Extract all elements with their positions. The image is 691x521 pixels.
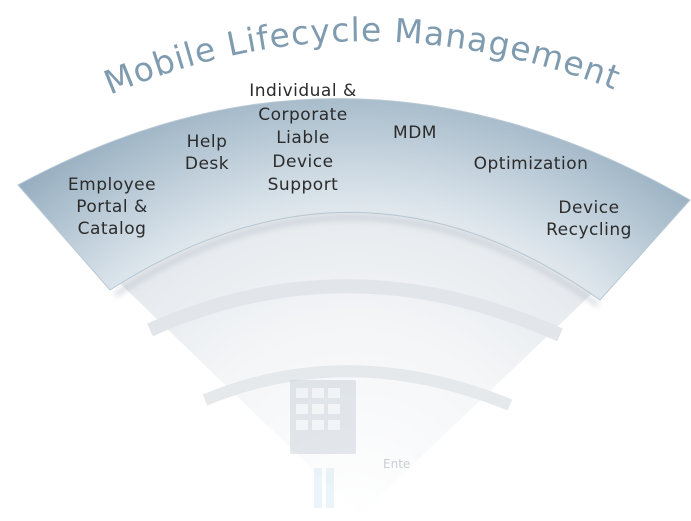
segment-line: Individual & <box>249 81 357 101</box>
building-icon <box>290 380 356 508</box>
band-shadow <box>113 215 600 308</box>
segment-optimization: Optimization <box>455 153 607 175</box>
center-caption: Ente <box>383 457 410 471</box>
segment-line: Liable <box>276 128 330 148</box>
segment-line: Support <box>267 175 339 195</box>
segment-device-recycling: Device Recycling <box>530 197 648 241</box>
segment-line: Help <box>186 132 228 152</box>
segment-help-desk: Help Desk <box>170 131 244 175</box>
segment-line: Recycling <box>546 220 632 240</box>
inner-ring-2 <box>202 365 513 411</box>
segment-line: Desk <box>184 154 230 174</box>
segment-mdm: MDM <box>380 122 450 144</box>
segment-line: Catalog <box>77 219 147 239</box>
segment-line: Corporate <box>258 104 348 125</box>
segment-line: Device <box>272 151 334 172</box>
segment-line: Optimization <box>473 154 589 174</box>
segment-employee-portal: Employee Portal & Catalog <box>52 174 172 240</box>
segment-line: Portal & <box>76 197 148 217</box>
segment-line: Employee <box>67 175 157 195</box>
segment-line: Device <box>558 198 620 218</box>
lifecycle-band <box>17 98 691 301</box>
segment-liable-device-support: Individual & Corporate Liable Device Sup… <box>232 80 374 198</box>
segment-line: MDM <box>393 123 437 143</box>
inner-ring-1 <box>147 279 563 342</box>
